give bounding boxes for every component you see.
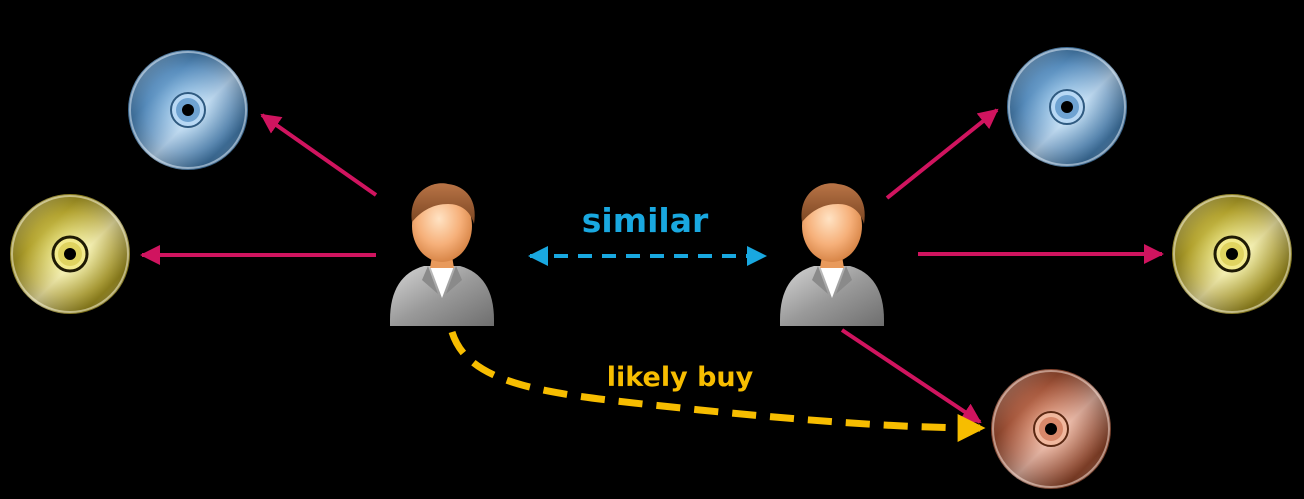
cd-disc-icon [127,49,249,171]
likely-buy-arrow [448,330,986,442]
edges-layer [140,108,1164,442]
cd-disc-icon [990,368,1112,490]
similar-label: similar [582,201,709,240]
cd-disc-icon [1170,192,1294,316]
owns-arrow-user-b-disc-right-bottom [840,328,982,424]
likely-buy-label: likely buy [607,362,754,393]
person-icon [780,183,884,326]
person-icon [390,183,494,326]
cd-disc-icon [1006,46,1128,168]
cd-disc-icon [8,192,132,316]
owns-arrow-user-b-disc-right-top [885,108,999,200]
owns-arrow-user-a-disc-left-top [260,113,378,197]
